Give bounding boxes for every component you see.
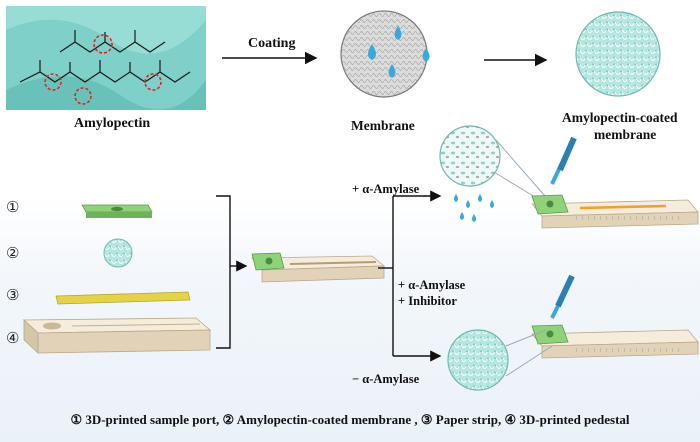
components-bracket [216, 195, 231, 349]
coated-membrane-label-line2: membrane [594, 127, 657, 142]
plus-amylase-label: + α-Amylase [352, 182, 420, 196]
sample-port-component [81, 204, 153, 218]
inhibitor-device [531, 274, 699, 359]
minus-amylase-label: − α-Amylase [352, 372, 420, 386]
paper-strip-component [55, 291, 191, 305]
membrane-label: Membrane [351, 118, 415, 133]
condition-branches [378, 190, 442, 362]
coated-membrane-image [575, 11, 661, 97]
amylase-result-zoom [439, 125, 549, 222]
amylopectin-label: Amylopectin [74, 116, 151, 131]
no-amylase-result-zoom [447, 329, 553, 391]
assembled-device [251, 252, 386, 283]
figure-caption: ① 3D-printed sample port, ② Amylopectin-… [70, 412, 630, 427]
marker-1: ① [6, 200, 20, 216]
membrane-image [340, 10, 430, 98]
coated-membrane-component [103, 238, 133, 268]
inhibitor-label-line1: + α-Amylase [398, 278, 466, 292]
device-with-amylase [531, 136, 699, 229]
marker-3: ③ [6, 288, 20, 304]
amylopectin-structure-image [6, 6, 206, 110]
coating-label: Coating [248, 36, 296, 51]
coated-membrane-label-line1: Amylopectin-coated [562, 110, 678, 125]
inhibitor-label-line2: + Inhibitor [398, 294, 457, 308]
pedestal-component [22, 317, 212, 354]
marker-2: ② [6, 246, 20, 262]
marker-4: ④ [6, 331, 20, 347]
